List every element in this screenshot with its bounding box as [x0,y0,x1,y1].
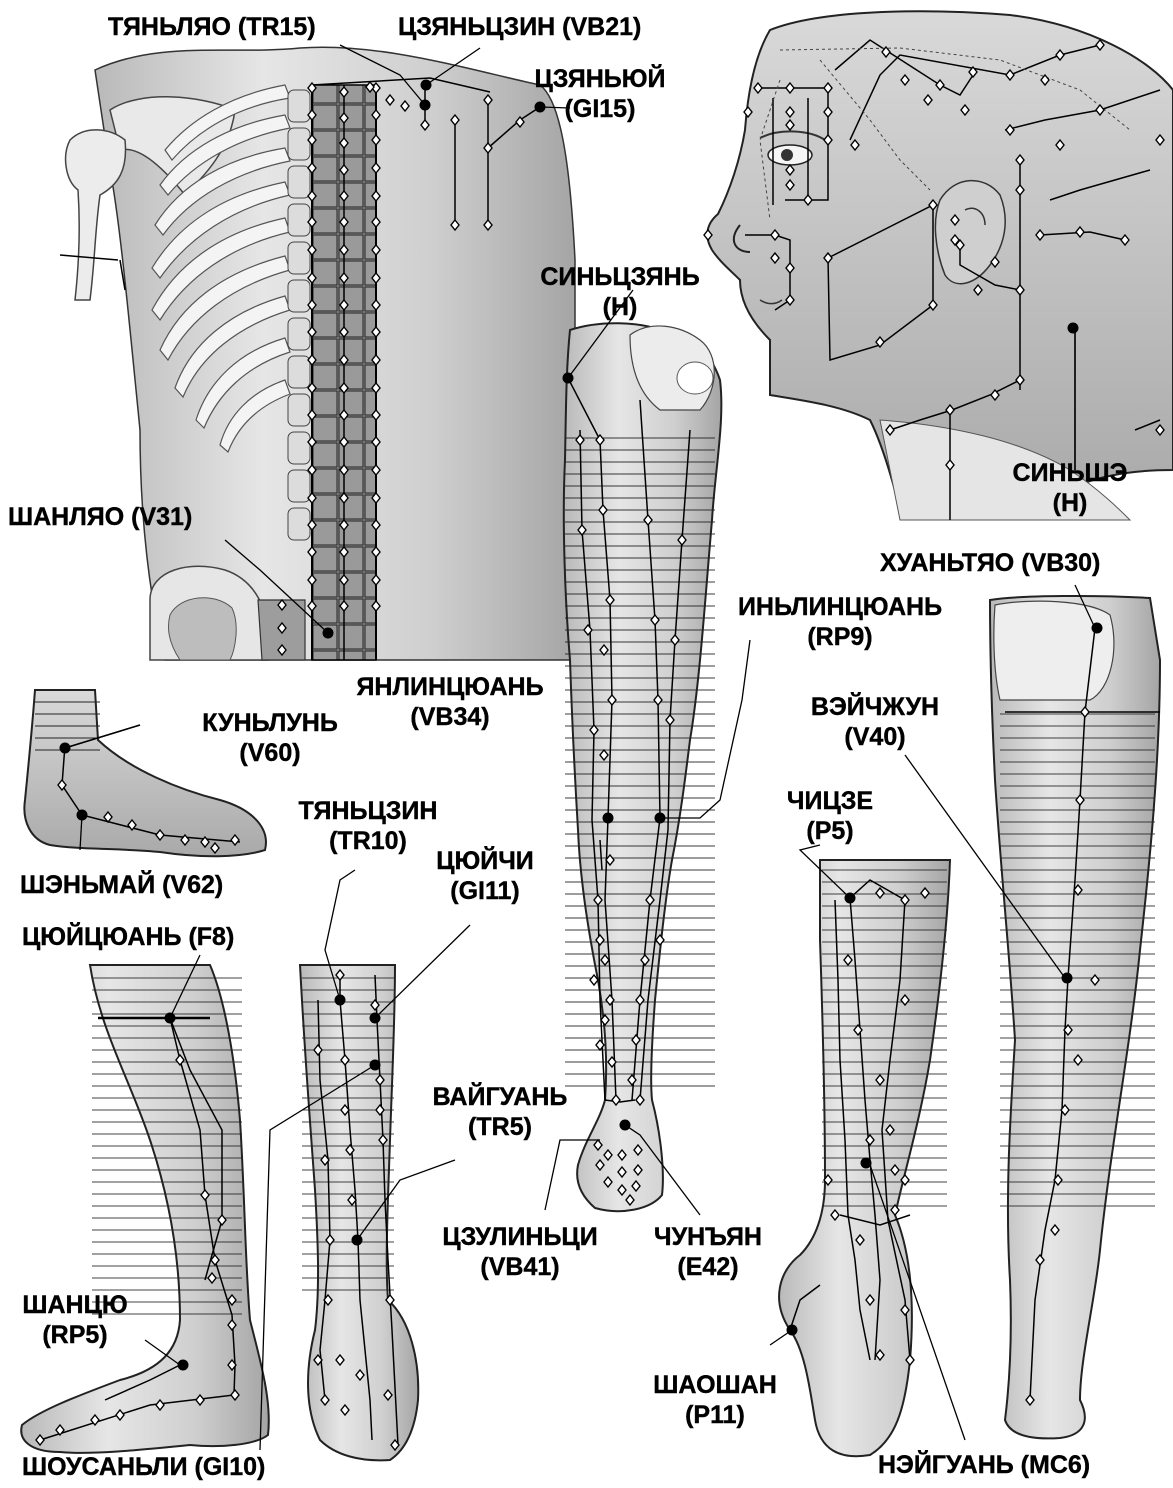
back-illustration [60,47,575,660]
label-vb21: ЦЗЯНЬЦЗИН (VB21) [398,12,641,42]
leg-front-illustration [564,323,722,1211]
label-p11: ШАОШАН(P11) [640,1370,790,1430]
label-sinjian: СИНЬЦЗЯНЬ(H) [505,262,735,322]
leg-back-illustration [990,596,1160,1438]
label-v40: ВЭЙЧЖУН(V40) [775,692,975,752]
label-gi10: ШОУСАНЬЛИ (GI10) [22,1452,265,1482]
label-vb41: ЦЗУЛИНЬЦИ(VB41) [410,1222,630,1282]
label-tr15: ТЯНЬЛЯО (TR15) [108,12,316,42]
label-sinshe: СИНЬШЭ(H) [985,458,1155,518]
label-rp9: ИНЬЛИНЦЮАНЬ(RP9) [700,592,980,652]
label-e42: ЧУНЪЯН(E42) [628,1222,788,1282]
label-gi11: ЦЮЙЧИ(GI11) [420,846,550,906]
label-v60: КУНЬЛУНЬ(V60) [180,708,360,768]
label-tr5: ВАЙГУАНЬ(TR5) [400,1082,600,1142]
label-vb30: ХУАНЬТЯО (VB30) [880,548,1100,578]
forearm-dorsal-illustration [300,965,418,1460]
label-mc6: НЭЙГУАНЬ (MC6) [878,1450,1090,1480]
label-v31: ШАНЛЯО (V31) [8,502,192,532]
label-f8: ЦЮЙЦЮАНЬ (F8) [22,922,234,952]
label-p5: ЧИЦЗЕ(P5) [770,786,890,846]
label-gi15: ЦЗЯНЬЮЙ(GI15) [530,64,670,124]
label-v62: ШЭНЬМАЙ (V62) [20,870,223,900]
label-rp5: ШАНЦЮ(RP5) [5,1290,145,1350]
lower-leg-illustration [21,965,269,1453]
